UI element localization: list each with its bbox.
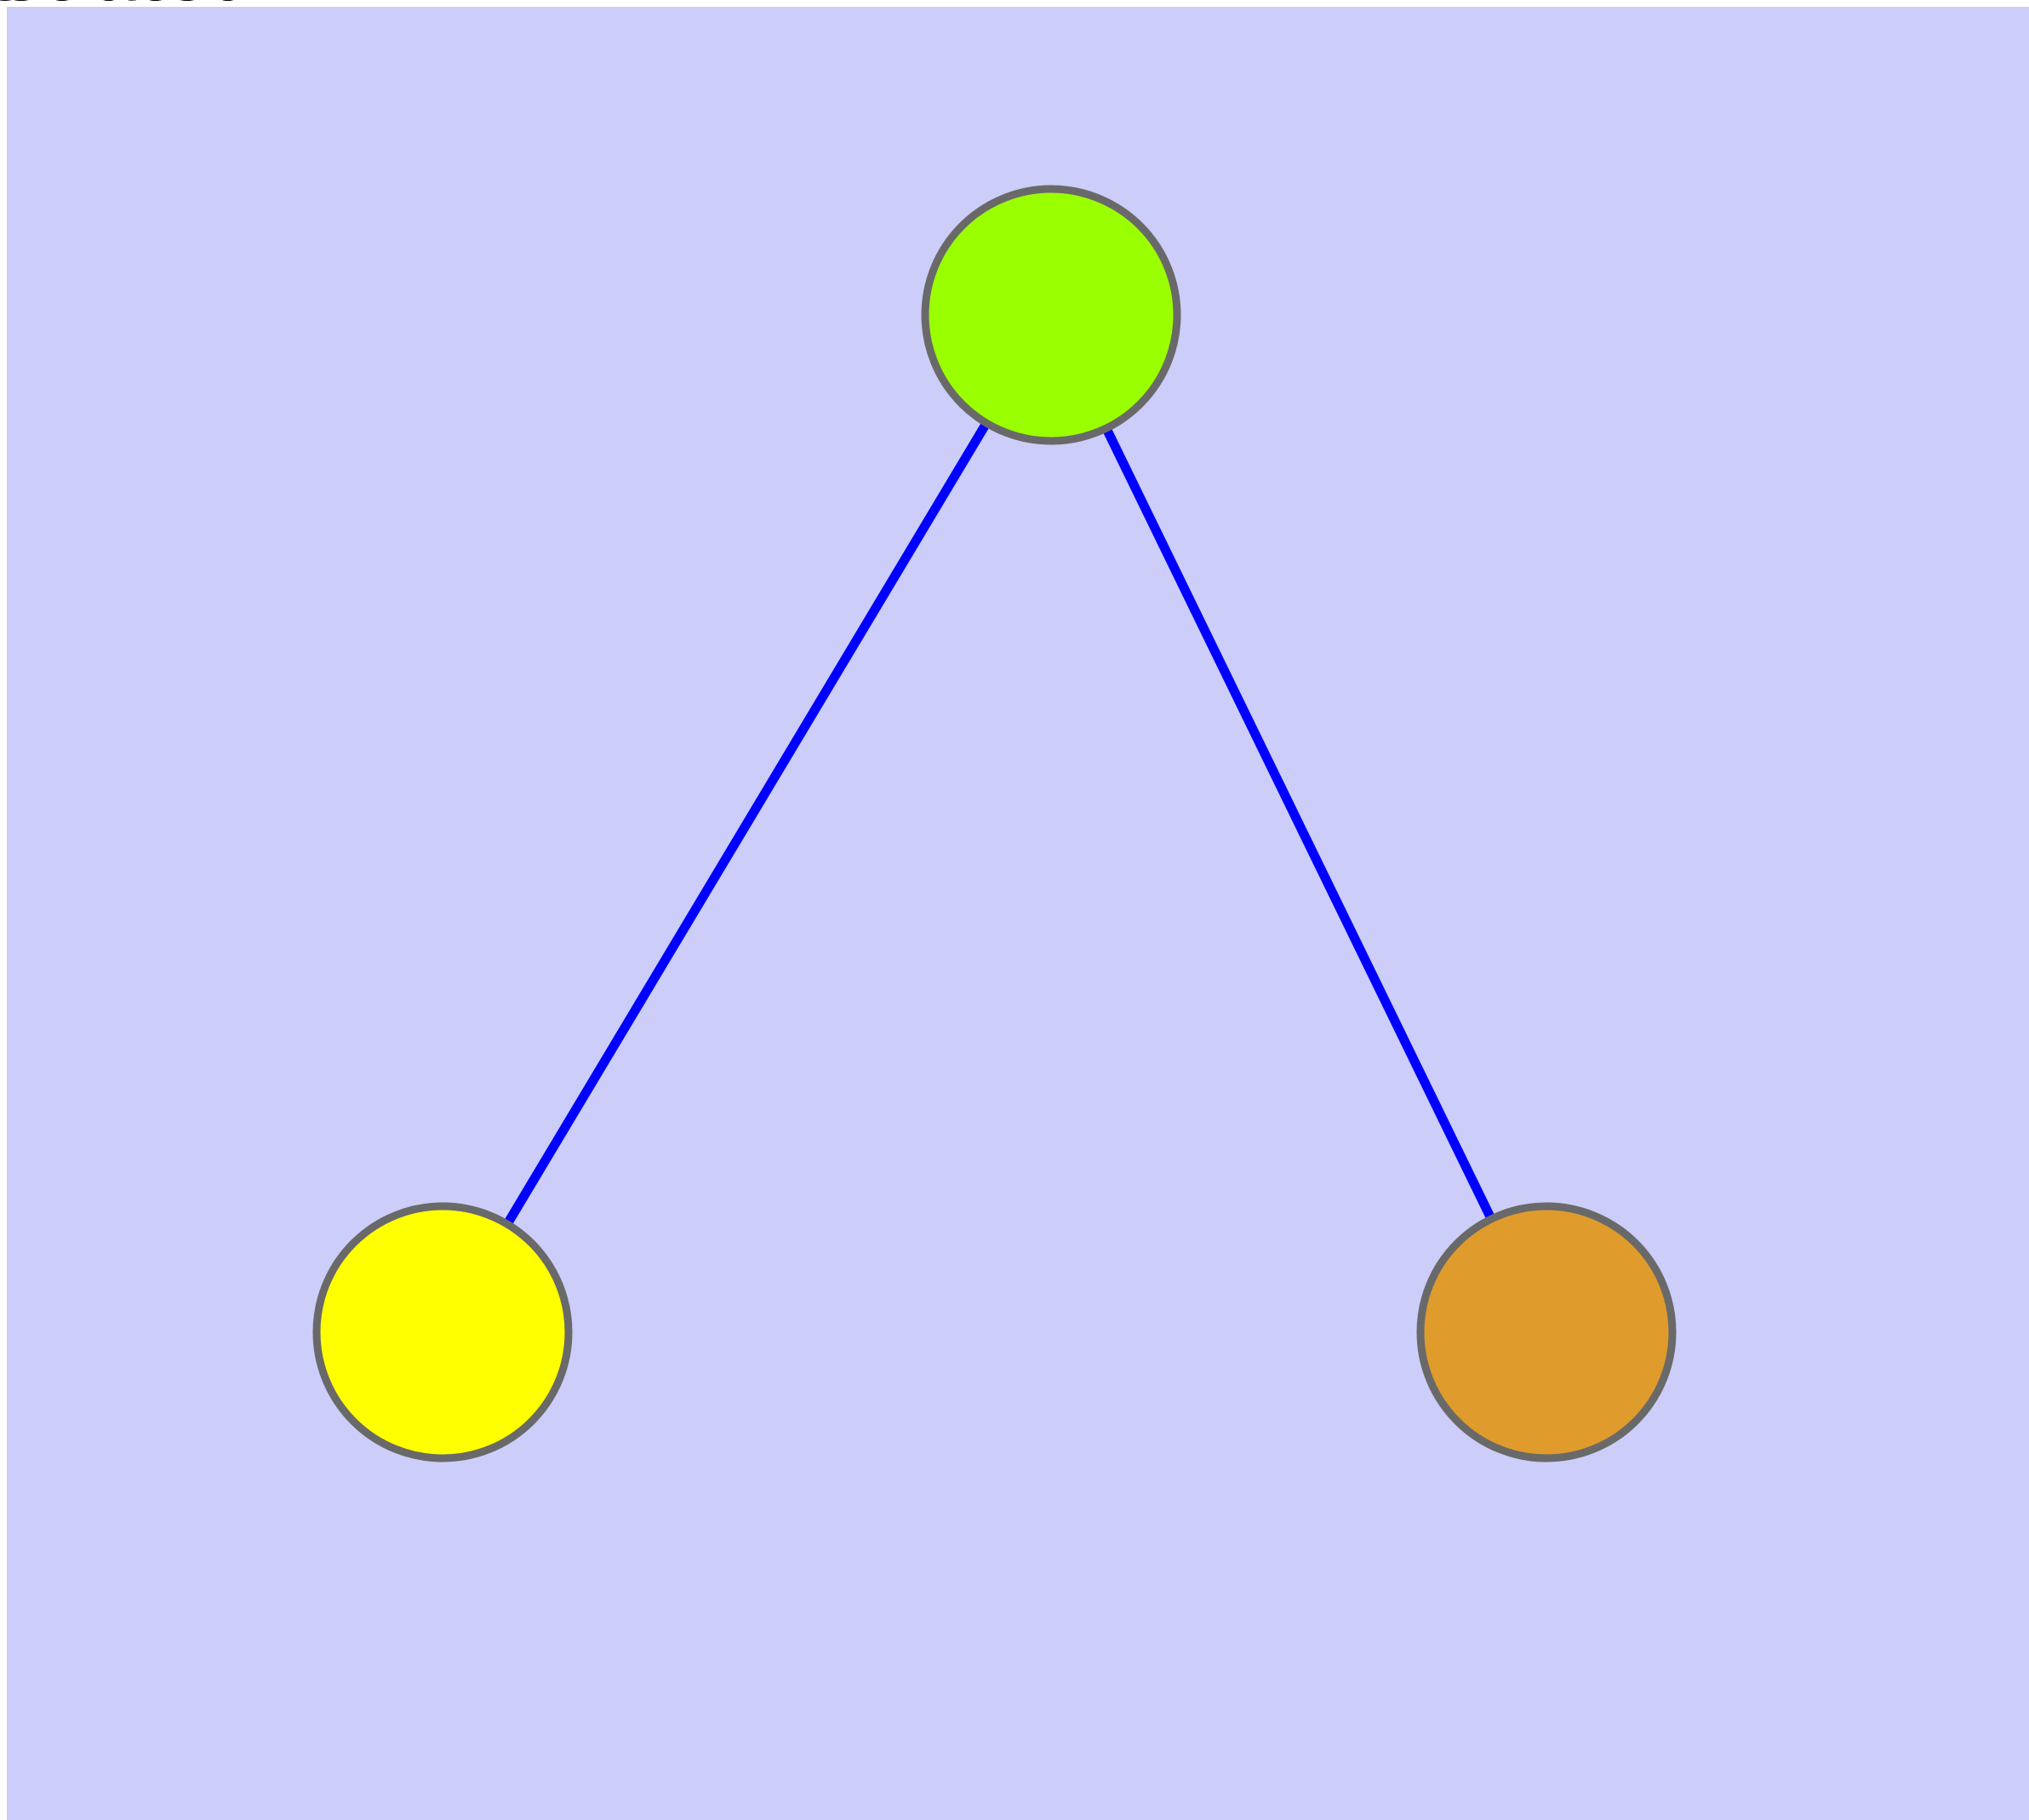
edge-stem-to-diff-a[interactable] [438,312,1055,1335]
diff-b-label-line-2: type B [0,0,123,17]
diff-a-label-line-2: type A [0,0,121,17]
node-diff-b[interactable]: Differentiated type B [0,0,1677,1462]
node-stem[interactable]: Stem [0,0,1181,445]
diff-a-label-line-1: Differentiated [0,0,258,17]
edge-stem-to-diff-b[interactable] [1047,312,1551,1335]
diff-a-circle[interactable] [312,1202,573,1462]
diff-b-label-line-1: Differentiated [0,0,258,17]
node-diff-a[interactable]: Differentiated type A [0,0,573,1462]
diff-b-circle[interactable] [1416,1202,1677,1462]
stem-circle[interactable] [921,185,1181,445]
edge-layer [438,312,1551,1335]
stem-label: Stem [0,0,98,17]
